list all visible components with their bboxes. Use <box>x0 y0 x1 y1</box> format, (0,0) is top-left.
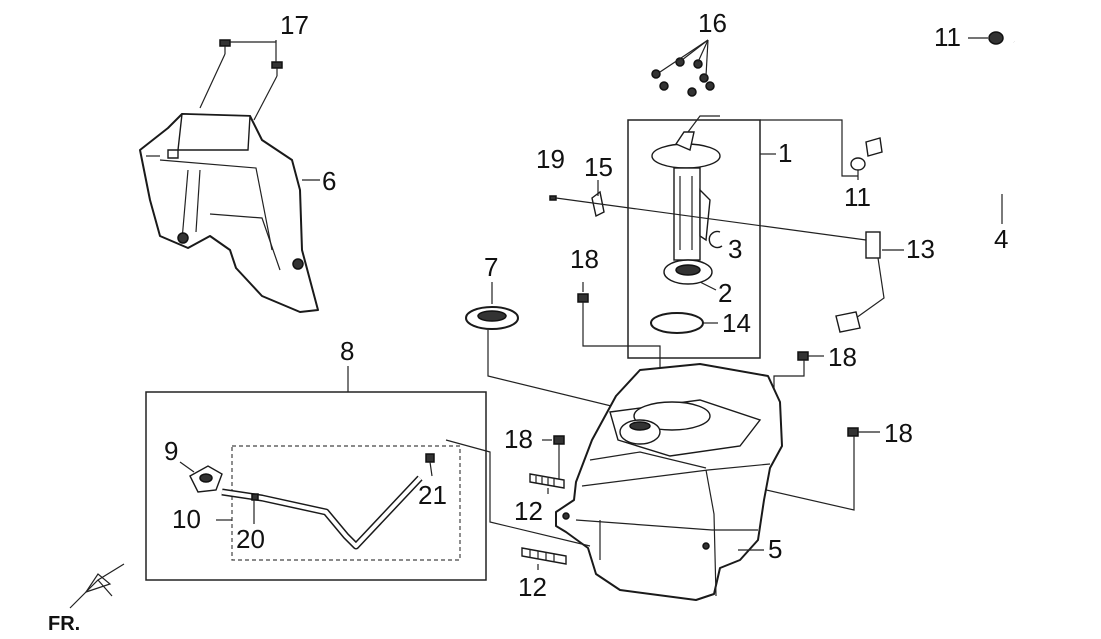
callout-14: 14 <box>722 308 751 338</box>
part-1-assembly-box <box>627 119 761 359</box>
leader-21 <box>429 461 433 477</box>
callout-6: 6 <box>322 166 336 196</box>
leader-8-to-tank <box>445 439 591 547</box>
leader-2 <box>699 281 717 291</box>
callout-18-b: 18 <box>828 342 857 372</box>
callout-16: 16 <box>698 8 727 38</box>
callout-13: 13 <box>906 234 935 264</box>
callout-17: 17 <box>280 10 309 40</box>
leader-13-guide <box>555 197 867 241</box>
callout-15: 15 <box>584 152 613 182</box>
part-3-clip <box>708 230 723 249</box>
callout-5: 5 <box>768 534 782 564</box>
callout-10: 10 <box>172 504 201 534</box>
part-4-fuel-hose <box>865 41 1036 190</box>
part-2-filter <box>663 259 713 285</box>
part-7-seal-ring <box>465 306 519 330</box>
part-5-fuel-tank <box>555 363 783 601</box>
leader-1-to-11 <box>760 119 858 177</box>
callout-11-top: 11 <box>934 22 961 52</box>
part-6-tank-cover <box>139 113 319 313</box>
callout-8: 8 <box>340 336 354 366</box>
leader-18a <box>582 302 661 380</box>
callout-12-lower: 12 <box>518 572 547 602</box>
part-8-assembly-box <box>145 391 487 581</box>
front-direction-arrow-icon <box>69 563 125 609</box>
part-14-o-ring <box>650 312 704 334</box>
callout-18-c: 18 <box>884 418 913 448</box>
leader-18b-to-tank <box>773 360 805 402</box>
part-13-level-sender <box>835 231 885 333</box>
part-12-rubber-mount-b <box>521 547 567 565</box>
part-18-bolt-c <box>847 427 859 437</box>
part-19-screw <box>549 195 557 201</box>
part-9-clamp <box>189 465 223 493</box>
callout-19: 19 <box>536 144 565 174</box>
leader-9 <box>179 461 195 473</box>
callout-18-d: 18 <box>504 424 533 454</box>
leader-7-to-tank <box>487 330 637 413</box>
callout-20: 20 <box>236 524 265 554</box>
callout-9: 9 <box>164 436 178 466</box>
callout-21: 21 <box>418 480 447 510</box>
callout-11-lower: 11 <box>844 182 871 212</box>
part-18-bolt-a <box>577 293 589 303</box>
part-18-bolt-d <box>553 435 565 445</box>
part-16-bolts <box>651 39 715 97</box>
part-8-inner-dashed-box <box>231 445 461 561</box>
callout-7: 7 <box>484 252 498 282</box>
part-18-bolt-b <box>797 351 809 361</box>
part-11-clamp-top <box>988 31 1004 45</box>
callout-1: 1 <box>778 138 792 168</box>
part-11-clamp-lower <box>850 157 866 171</box>
part-20-clip <box>251 493 259 501</box>
callout-4: 4 <box>994 224 1008 254</box>
part-21-clip <box>425 453 435 463</box>
part-12-rubber-mount-a <box>529 473 565 489</box>
callout-12-upper: 12 <box>514 496 543 526</box>
part-17-screws <box>199 39 283 121</box>
fr-label: FR. <box>48 613 80 635</box>
callout-18-a: 18 <box>570 244 599 274</box>
callout-3: 3 <box>728 234 742 264</box>
callout-2: 2 <box>718 278 732 308</box>
